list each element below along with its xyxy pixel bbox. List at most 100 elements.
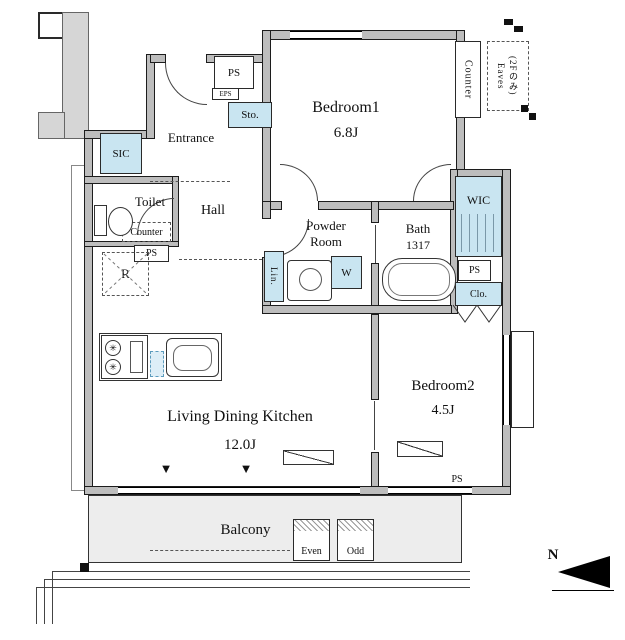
wall-bath-top — [318, 201, 454, 210]
wall-right — [502, 169, 511, 495]
wall-mid-horizontal — [262, 305, 452, 314]
window-bedroom2-balcony — [388, 487, 472, 494]
burner-glyph: ✳ — [109, 342, 117, 353]
ps-label: PS — [145, 248, 158, 259]
washer-label: W — [341, 266, 352, 279]
wall-entrance-top — [150, 54, 166, 63]
fridge-label: R — [121, 266, 130, 281]
odd-label: Odd — [346, 546, 365, 557]
pipe-space-box: PS — [214, 56, 254, 89]
powder-room-line1: Powder — [306, 218, 346, 233]
wall-powder-left — [262, 201, 271, 219]
exterior-mark — [521, 105, 528, 112]
eps-label: EPS — [219, 90, 232, 98]
toilet-label: Toilet — [134, 194, 166, 209]
exterior-mark — [529, 113, 536, 120]
balcony-partition-dashed-line — [150, 550, 290, 551]
storage-box: Sto. — [228, 102, 272, 128]
shoe-closet-box: SIC — [100, 133, 142, 174]
bathtub-inner — [388, 263, 450, 296]
window-ldk-balcony — [118, 487, 360, 494]
counter-label: Counter — [462, 59, 474, 100]
sic-label: SIC — [112, 147, 130, 160]
eps-box: EPS — [212, 88, 239, 100]
window-bedroom1 — [290, 31, 362, 39]
exterior-structure-box — [38, 12, 65, 39]
ldk-name-label: Living Dining Kitchen — [167, 408, 313, 425]
ps-label: PS — [451, 474, 463, 485]
pipe-space-box: PS — [458, 260, 491, 281]
eaves-area: Eaves (2Fのみ) — [487, 41, 529, 111]
pipe-space-box: PS — [134, 245, 169, 262]
washer-box: W — [331, 256, 362, 289]
bedroom2-sliding-door-line — [374, 401, 375, 450]
exterior-wall-block — [38, 112, 65, 139]
door-swing-arc-entrance — [165, 63, 207, 105]
bath-sliding-door-line — [375, 225, 376, 263]
balcony-hatch-odd-box: Odd — [337, 519, 374, 561]
closet-box: Clo. — [455, 282, 502, 306]
balcony-area — [88, 495, 462, 563]
vanity-sink-bowl — [299, 268, 322, 291]
linen-storage-box: Lin. — [264, 251, 284, 302]
sliding-panel-icon — [283, 450, 334, 465]
powder-room-label: Powder Room — [284, 218, 368, 249]
stove-burner-icon: ✳ — [105, 340, 121, 356]
hatch-stripes — [338, 520, 373, 531]
powder-room-line2: Room — [310, 233, 342, 249]
lin-label: Lin. — [269, 267, 279, 286]
bedroom1-name-label: Bedroom1 — [312, 99, 380, 116]
toilet-tank — [94, 205, 107, 236]
exterior-wall-outline — [71, 165, 85, 491]
stove-burner-icon: ✳ — [105, 359, 121, 375]
counter-box: Counter — [455, 41, 481, 118]
door-swing-arc-wic — [413, 164, 451, 201]
ps-label: PS — [227, 66, 241, 79]
toilet-bowl — [108, 207, 133, 236]
kitchen-sink-basin — [173, 345, 212, 371]
compass-arrow-icon — [558, 556, 610, 588]
kitchen-highlight-box — [150, 351, 164, 377]
railing-line — [52, 571, 470, 572]
wall-ldk-bedroom2-separator — [371, 314, 379, 400]
hatch-stripes — [294, 520, 329, 531]
hall-ldk-dashed-line — [179, 259, 262, 260]
wall-toilet-top — [84, 176, 179, 184]
wic-hanger-stripes — [461, 214, 497, 252]
bath-name-label: Bath — [405, 221, 431, 236]
ps-label: PS — [468, 265, 481, 276]
eaves-label-line2: (2Fのみ) — [508, 56, 518, 96]
eaves-label-line1: Eaves — [496, 62, 506, 90]
exterior-mark — [514, 26, 523, 32]
down-triangle-icon: ▼ — [159, 461, 173, 476]
railing-line — [44, 579, 470, 580]
railing-line — [36, 587, 37, 624]
railing-line — [52, 571, 53, 624]
entrance-label: Entrance — [167, 130, 215, 145]
refrigerator-space-box: R — [102, 252, 149, 296]
hall-label: Hall — [200, 203, 226, 218]
clo-label: Clo. — [470, 288, 487, 300]
bedroom2-name-label: Bedroom2 — [411, 378, 475, 394]
bedroom2-size-label: 4.5J — [431, 403, 455, 418]
wic-label: WIC — [466, 193, 491, 207]
bath-size-label: 1317 — [406, 238, 430, 252]
ldk-size-label: 12.0J — [223, 437, 257, 453]
stove-grill — [130, 341, 143, 373]
refrigerator-cross-lines — [103, 253, 148, 295]
balcony-hatch-even-box: Even — [293, 519, 330, 561]
closet-bifold-door-icon — [452, 304, 502, 323]
sliding-panel-icon — [397, 441, 443, 457]
wall-entrance-left — [146, 54, 155, 139]
door-swing-arc-bedroom1 — [280, 164, 318, 201]
entrance-step-dashed-line — [150, 181, 230, 182]
balcony-label: Balcony — [220, 522, 271, 538]
railing-line — [44, 579, 45, 624]
burner-glyph: ✳ — [109, 361, 117, 372]
exterior-wall-block — [62, 12, 89, 139]
compass-baseline — [552, 590, 614, 591]
exterior-mark — [504, 19, 513, 25]
compass-north-label: N — [547, 547, 559, 563]
window-bedroom2-side — [503, 335, 510, 425]
